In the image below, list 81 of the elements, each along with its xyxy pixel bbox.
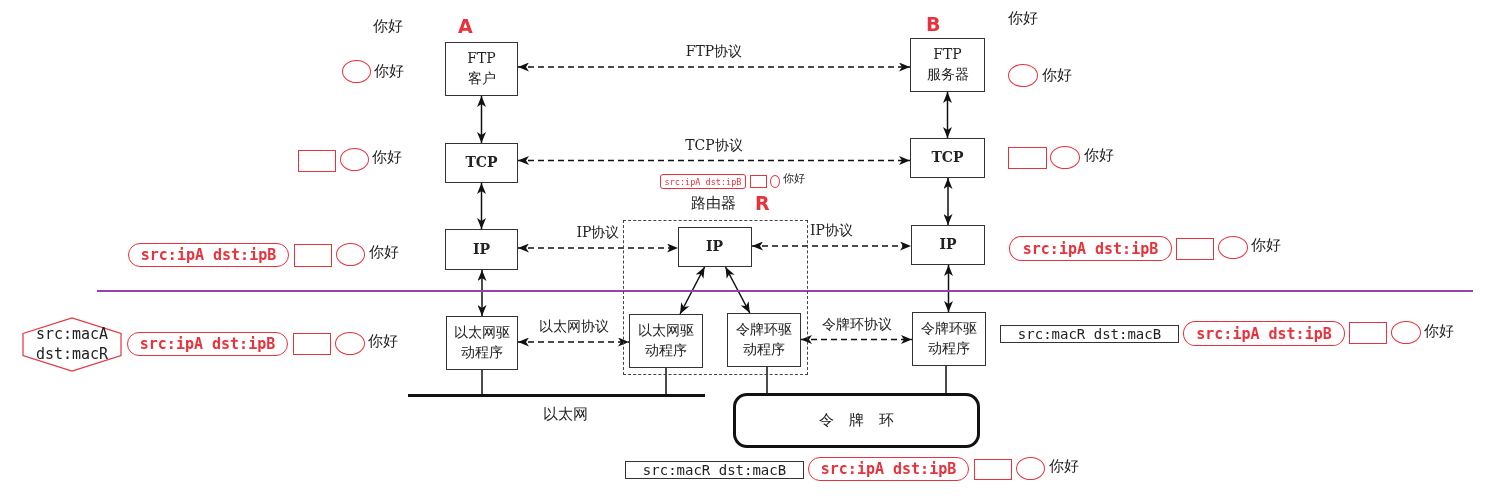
address-text: src:ipA dst:ipB [664, 176, 742, 187]
box-label: TCP [931, 148, 964, 168]
text-label: 你好 [373, 17, 403, 36]
box-label: TCP [465, 153, 498, 173]
process-box [445, 229, 518, 270]
process-box [912, 312, 986, 366]
address-text: src:ipA dst:ipB [820, 460, 957, 478]
double-arrow [943, 91, 952, 139]
box-label: 令牌环驱动程序 [734, 319, 793, 359]
address-text: src:ipA dst:ipB [140, 246, 277, 264]
process-box [677, 226, 752, 267]
box-label: 以太网驱动程序 [453, 323, 511, 362]
address-text: src:ipA dst:ipB [1196, 324, 1332, 343]
connector-line [945, 365, 947, 394]
rounded-header-box [128, 243, 289, 267]
process-box [628, 313, 703, 368]
double-arrow [943, 177, 953, 226]
text-label: 你好 [1042, 66, 1072, 85]
ring-network-box [733, 393, 980, 448]
text-label: 你好 [783, 171, 805, 186]
box-label: FTP 客户 [466, 49, 497, 88]
double-arrow [477, 182, 486, 230]
text-label: 你好 [368, 332, 398, 351]
header-box [625, 461, 804, 479]
edge-label: IP协议 [574, 224, 622, 242]
double-arrow [724, 266, 751, 314]
process-box [911, 225, 985, 265]
text-label: 你好 [1251, 236, 1281, 255]
dashed-double-arrow [517, 156, 911, 165]
group-title: 路由器 [691, 194, 736, 213]
rounded-header-box [1009, 236, 1172, 261]
box-label: 令牌环驱动程序 [920, 319, 978, 358]
process-box [445, 143, 518, 183]
text-label: 你好 [1049, 457, 1079, 476]
rounded-header-box [808, 457, 969, 481]
address-text: src:ipA dst:ipB [139, 335, 276, 353]
edge-label: IP协议 [808, 222, 855, 240]
dashed-double-arrow [517, 62, 911, 72]
double-arrow [944, 264, 953, 313]
box-label: IP [939, 235, 957, 255]
network-bus [408, 394, 705, 420]
text-label: 你好 [1084, 146, 1114, 165]
box-label: IP [705, 236, 724, 256]
dashed-double-arrow [751, 241, 912, 251]
rounded-header-box [1183, 321, 1345, 346]
box-label: 以太网驱动程序 [636, 320, 695, 360]
rounded-header-box [660, 174, 746, 189]
address-text: src:macR dst:macB [642, 462, 787, 478]
text-label: 你好 [374, 62, 404, 81]
box-label: 令牌环 [819, 411, 909, 430]
host-letter: R [755, 192, 770, 214]
double-arrow [477, 95, 486, 144]
dashed-double-arrow [800, 335, 913, 344]
host-letter: B [926, 12, 941, 37]
dashed-double-arrow [517, 337, 630, 347]
process-box [726, 312, 801, 367]
hexagon-header [22, 317, 122, 372]
connector-line [665, 367, 667, 395]
process-box [446, 316, 518, 370]
text-label: 你好 [369, 243, 399, 262]
text-label: 你好 [372, 148, 402, 167]
edge-label: 令牌环协议 [819, 315, 894, 334]
double-arrow [477, 269, 487, 317]
header-box [1000, 325, 1179, 343]
process-box [910, 138, 985, 178]
address-text: src:macR dst:macB [1017, 326, 1162, 342]
address-text: src:ipA dst:ipB [1022, 239, 1159, 258]
box-label: FTP 服务器 [925, 45, 970, 84]
text-label: 你好 [1008, 9, 1038, 28]
text-label: 你好 [1424, 322, 1454, 341]
bus-label: 以太网 [543, 405, 588, 424]
connector-line [766, 366, 768, 394]
edge-label: TCP协议 [683, 136, 745, 155]
box-label: IP [472, 239, 491, 259]
dashed-double-arrow [517, 243, 679, 253]
host-letter: A [458, 14, 473, 39]
edge-label: FTP协议 [683, 43, 745, 61]
rounded-header-box [127, 332, 288, 356]
address-text: src:macA dst:macR [34, 325, 110, 364]
double-arrow [679, 266, 706, 315]
connector-line [481, 369, 483, 395]
